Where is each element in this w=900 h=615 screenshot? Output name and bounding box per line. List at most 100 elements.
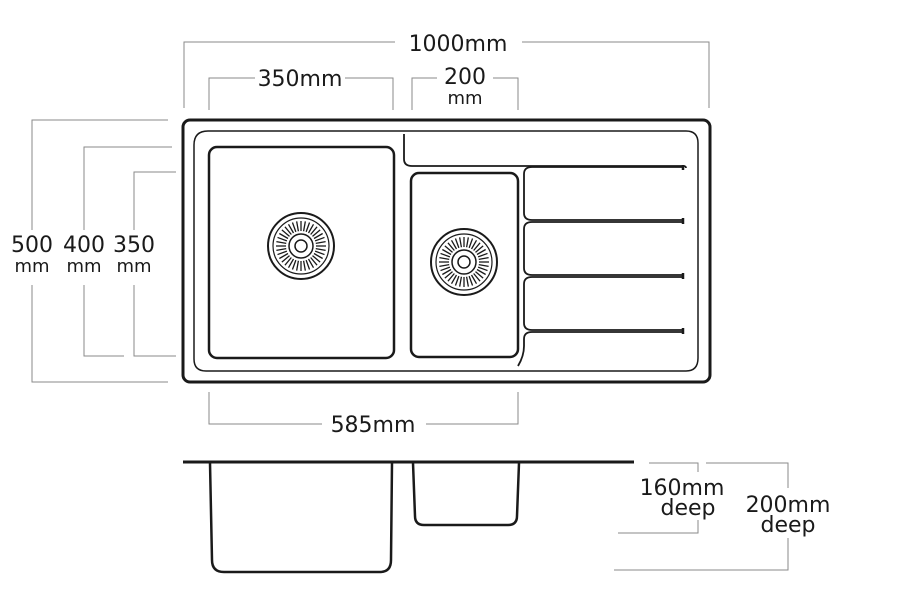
label-small-bowl-width-unit: mm	[447, 88, 482, 109]
sink-side-view	[183, 460, 634, 574]
small-bowl	[409, 171, 520, 359]
strainer-slot	[312, 255, 321, 263]
strainer-slot	[473, 273, 481, 282]
strainer-slot	[296, 260, 300, 271]
strainer-slot	[310, 257, 318, 266]
strainer-slot	[442, 268, 452, 276]
strainer-slot	[284, 226, 292, 235]
depth-dimension-lines	[614, 462, 789, 571]
strainer-slot	[444, 271, 453, 279]
label-small-bowl-depth-word: deep	[661, 496, 716, 521]
label-small-bowl-length-unit: mm	[116, 256, 151, 277]
strainer-slot	[284, 257, 292, 266]
dim-line-overall-depth	[31, 119, 168, 383]
strainer-slot	[450, 240, 458, 250]
strainer-slot	[305, 259, 311, 270]
strainer-slot	[315, 247, 326, 251]
strainer-slot	[276, 241, 287, 245]
strainer-slot	[476, 248, 486, 256]
strainer-slot	[314, 236, 325, 242]
strainer-slot	[468, 238, 474, 249]
drainer-rib-2	[523, 221, 684, 276]
strainer-slots	[439, 237, 489, 287]
strainer-slot	[313, 232, 323, 240]
dim-line-overall-width	[183, 41, 710, 108]
strainer-slot	[314, 250, 325, 256]
label-small-bowl-width-value: 200	[444, 65, 486, 90]
strainer-slot	[279, 232, 289, 240]
side-view-small-bowl	[411, 462, 521, 527]
dim-line-small-bowl-width	[411, 77, 519, 110]
label-overall-depth-unit: mm	[14, 256, 49, 277]
label-small-bowl-length-value: 350	[113, 233, 155, 258]
label-overall-width: 1000mm	[409, 32, 508, 57]
strainer-slots	[276, 221, 326, 271]
dim-line-bowls-span	[208, 392, 519, 425]
main-bowl-strainer	[267, 212, 335, 280]
strainer-slot	[440, 266, 451, 272]
strainer-outer-ring	[430, 228, 498, 296]
strainer-slot	[473, 242, 481, 251]
label-main-bowl-depth-value: 200mm	[746, 493, 831, 518]
label-small-bowl-depth-value: 160mm	[640, 476, 725, 501]
strainer-slot	[465, 237, 469, 248]
strainer-slot	[302, 221, 306, 232]
main-bowl	[207, 145, 396, 360]
strainer-slot	[447, 242, 455, 251]
strainer-ring	[272, 217, 330, 275]
strainer-slot	[477, 266, 488, 272]
dim-line-main-bowl-depth	[614, 462, 789, 571]
strainer-slot	[291, 259, 297, 270]
strainer-center	[457, 255, 471, 269]
strainer-center	[294, 239, 308, 253]
strainer-slot	[291, 222, 297, 233]
label-main-bowl-length-unit: mm	[66, 256, 101, 277]
strainer-slot	[307, 258, 315, 268]
strainer-slot	[277, 236, 288, 242]
strainer-slot	[281, 255, 290, 263]
dim-line-small-bowl-depth	[618, 462, 699, 534]
strainer-slot	[470, 274, 478, 284]
strainer-slot	[439, 257, 450, 261]
strainer-slot	[276, 247, 287, 251]
strainer-slot	[287, 224, 295, 234]
strainer-slot	[459, 237, 463, 248]
strainer-slot	[442, 248, 452, 256]
strainer-slot	[296, 221, 300, 232]
dimension-lines	[31, 41, 710, 425]
strainer-ring	[435, 233, 493, 291]
strainer-slot	[312, 229, 321, 237]
strainer-slot	[307, 224, 315, 234]
strainer-inner-ring	[288, 233, 314, 259]
drainer-area	[403, 134, 687, 367]
strainer-slot	[465, 276, 469, 287]
label-main-bowl-depth-word: deep	[761, 513, 816, 538]
sink-inner-rim	[193, 130, 699, 372]
strainer-slot	[476, 268, 486, 276]
small-bowl-strainer	[430, 228, 498, 296]
sink-top-view	[181, 118, 712, 384]
strainer-slot	[310, 226, 318, 235]
drainer-rib-4	[517, 331, 684, 367]
strainer-slot	[477, 252, 488, 258]
strainer-slot	[302, 260, 306, 271]
strainer-slot	[444, 245, 453, 253]
strainer-slot	[470, 240, 478, 250]
strainer-slot	[281, 229, 290, 237]
strainer-slot	[305, 222, 311, 233]
strainer-outer-ring	[267, 212, 335, 280]
strainer-slot	[478, 257, 489, 261]
strainer-slot	[459, 276, 463, 287]
label-main-bowl-width: 350mm	[258, 67, 343, 92]
label-main-bowl-length-value: 400	[63, 233, 105, 258]
strainer-slot	[454, 238, 460, 249]
strainer-slot	[277, 250, 288, 256]
strainer-slot	[475, 245, 484, 253]
label-overall-depth-value: 500	[11, 233, 53, 258]
side-view-main-bowl	[208, 462, 394, 574]
strainer-slot	[315, 241, 326, 245]
drainer-top-edge	[403, 134, 687, 169]
strainer-slot	[475, 271, 484, 279]
sink-outer-frame	[181, 118, 712, 384]
